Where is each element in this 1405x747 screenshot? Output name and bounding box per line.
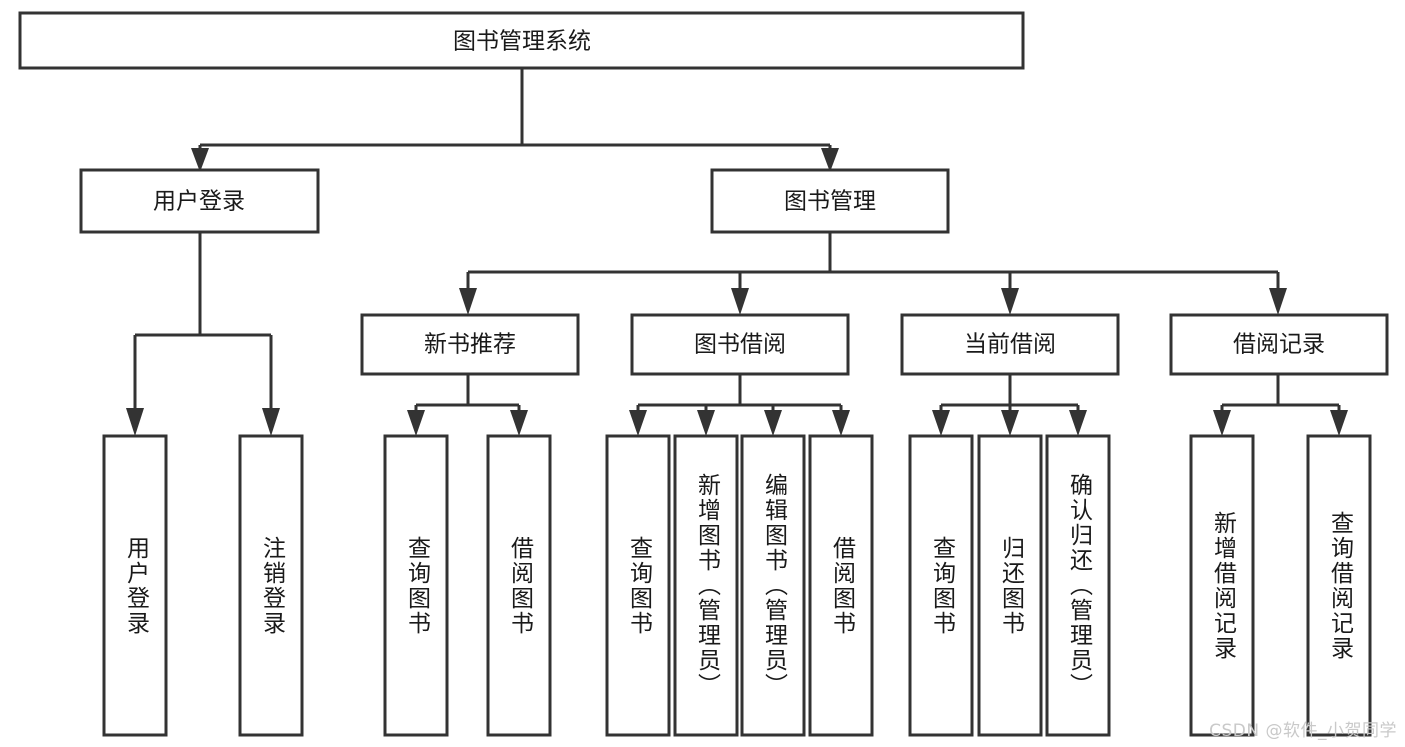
node-book-manage-box[interactable]: [710, 168, 950, 234]
node-borrow-record-label: 借阅记录: [1233, 332, 1325, 358]
arrow-book-borrow-to-borrow: [832, 410, 850, 436]
arrow-root-to-book-manage: [821, 148, 839, 172]
arrow-book-borrow-to-add: [697, 410, 715, 436]
node-leaf-confirm-return-label: 确认归还（管理员）: [1065, 473, 1092, 698]
node-leaf-edit-book-box[interactable]: [740, 434, 806, 737]
node-borrow-record-box[interactable]: [1169, 313, 1389, 376]
node-leaf-borrow-book-2-label: 借阅图书: [828, 535, 855, 636]
node-new-book-recommend-label: 新书推荐: [424, 332, 516, 358]
node-leaf-query-record-box[interactable]: [1306, 434, 1372, 737]
node-user-login-box[interactable]: [79, 168, 320, 234]
csdn-watermark: CSDN @软件_小贺同学: [1209, 721, 1397, 741]
node-current-borrow-label: 当前借阅: [964, 332, 1056, 358]
node-leaf-borrow-book-1-label: 借阅图书: [506, 535, 533, 636]
arrow-book-manage-to-current-borrow: [1001, 288, 1019, 315]
node-leaf-query-book-3-label: 查询图书: [928, 535, 955, 636]
arrow-current-borrow-to-return: [1001, 410, 1019, 436]
node-leaf-user-login-box[interactable]: [102, 434, 168, 737]
node-book-manage-label: 图书管理: [784, 189, 876, 215]
node-leaf-add-record-label: 新增借阅记录: [1209, 510, 1236, 661]
arrow-book-borrow-to-query: [629, 410, 647, 436]
arrow-new-book-to-borrow: [510, 410, 528, 436]
node-leaf-borrow-book-2-box[interactable]: [808, 434, 874, 737]
arrow-user-login-to-leaf-user-login: [126, 408, 144, 436]
arrow-new-book-to-query: [407, 410, 425, 436]
nodes: 图书管理系统 用户登录 图书管理 新书推荐 图书借阅 当前借阅 借阅记录: [18, 11, 1389, 737]
node-leaf-confirm-return-box[interactable]: [1045, 434, 1111, 737]
node-leaf-query-book-1-box[interactable]: [383, 434, 449, 737]
node-leaf-query-record-label: 查询借阅记录: [1326, 510, 1353, 661]
arrow-current-borrow-to-query: [932, 410, 950, 436]
node-leaf-logout-login-label: 注销登录: [258, 535, 285, 636]
arrow-book-manage-to-borrow-record: [1269, 288, 1287, 315]
node-leaf-return-book-label: 归还图书: [997, 535, 1024, 636]
node-new-book-recommend-box[interactable]: [360, 313, 580, 376]
arrow-book-manage-to-new-book: [459, 288, 477, 315]
arrow-current-borrow-to-confirm: [1069, 410, 1087, 436]
node-user-login-label: 用户登录: [153, 189, 245, 215]
arrow-root-to-user-login: [191, 148, 209, 172]
node-leaf-logout-login-box[interactable]: [238, 434, 304, 737]
node-current-borrow-box[interactable]: [900, 313, 1120, 376]
node-leaf-add-book-box[interactable]: [673, 434, 739, 737]
node-leaf-query-book-2-box[interactable]: [605, 434, 671, 737]
node-book-borrow-label: 图书借阅: [694, 332, 786, 358]
node-leaf-query-book-3-box[interactable]: [908, 434, 974, 737]
arrow-book-borrow-to-edit: [764, 410, 782, 436]
node-root-label: 图书管理系统: [453, 29, 591, 55]
node-leaf-query-book-2-label: 查询图书: [625, 535, 652, 636]
arrow-borrow-record-to-query: [1330, 410, 1348, 436]
arrow-book-manage-to-book-borrow: [731, 288, 749, 315]
node-leaf-user-login-label: 用户登录: [122, 535, 149, 636]
node-root-box[interactable]: [18, 11, 1025, 70]
connectors: [126, 68, 1348, 436]
arrow-borrow-record-to-add: [1213, 410, 1231, 436]
node-leaf-borrow-book-1-box[interactable]: [486, 434, 552, 737]
node-leaf-add-book-label: 新增图书（管理员）: [693, 473, 720, 698]
node-leaf-add-record-box[interactable]: [1189, 434, 1255, 737]
node-leaf-return-book-box[interactable]: [977, 434, 1043, 737]
node-leaf-edit-book-label: 编辑图书（管理员）: [760, 473, 787, 698]
arrow-user-login-to-leaf-logout: [262, 408, 280, 436]
node-book-borrow-box[interactable]: [630, 313, 850, 376]
node-leaf-query-book-1-label: 查询图书: [403, 535, 430, 636]
